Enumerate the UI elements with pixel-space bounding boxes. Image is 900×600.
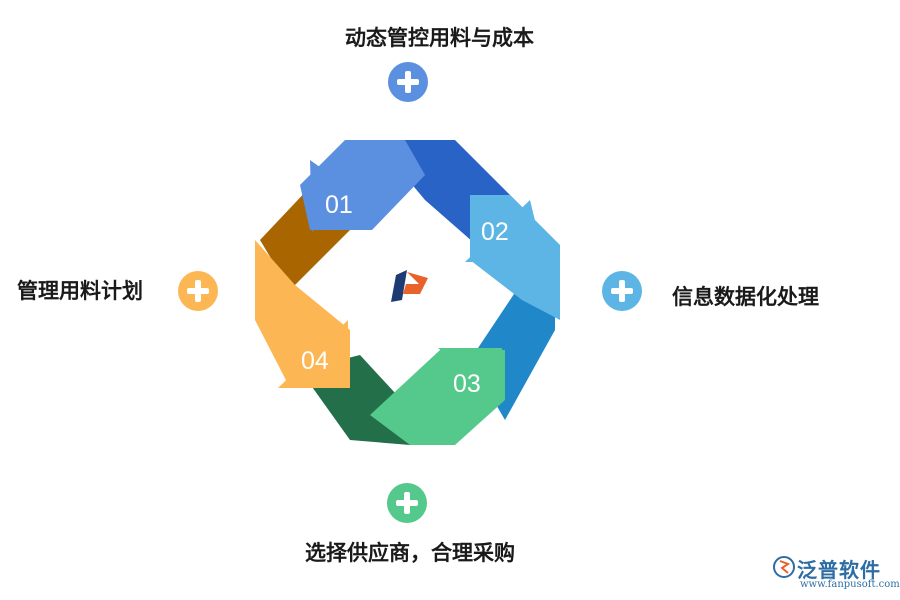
watermark-brand: 泛普软件	[797, 558, 881, 582]
plus-icon-right	[602, 271, 642, 311]
label-choose-supplier: 选择供应商，合理采购	[305, 541, 515, 565]
watermark-url: www.fanpusoft.com	[800, 579, 900, 590]
label-material-plan: 管理用料计划	[17, 279, 143, 303]
step-03-arrowhead	[438, 348, 502, 398]
step-01-number: 01	[325, 191, 353, 219]
watermark-logo-icon	[773, 556, 795, 578]
step-01-arrowhead	[310, 160, 345, 232]
label-manage-materials-cost: 动态管控用料与成本	[345, 26, 534, 50]
plus-icon-top	[388, 62, 428, 102]
logo-orange-part	[403, 272, 428, 294]
step-03-number: 03	[453, 370, 481, 398]
step-01-arrow	[300, 140, 425, 230]
logo-navy-part	[391, 270, 407, 302]
label-data-processing: 信息数据化处理	[672, 285, 819, 309]
step-02-number: 02	[481, 218, 509, 246]
step-02-arrowhead	[465, 200, 545, 262]
step-04-arrowhead	[278, 320, 348, 388]
plus-icon-left	[178, 271, 218, 311]
center-logo	[391, 270, 428, 302]
plus-icon-bottom	[387, 483, 427, 523]
step-04-number: 04	[301, 347, 329, 375]
